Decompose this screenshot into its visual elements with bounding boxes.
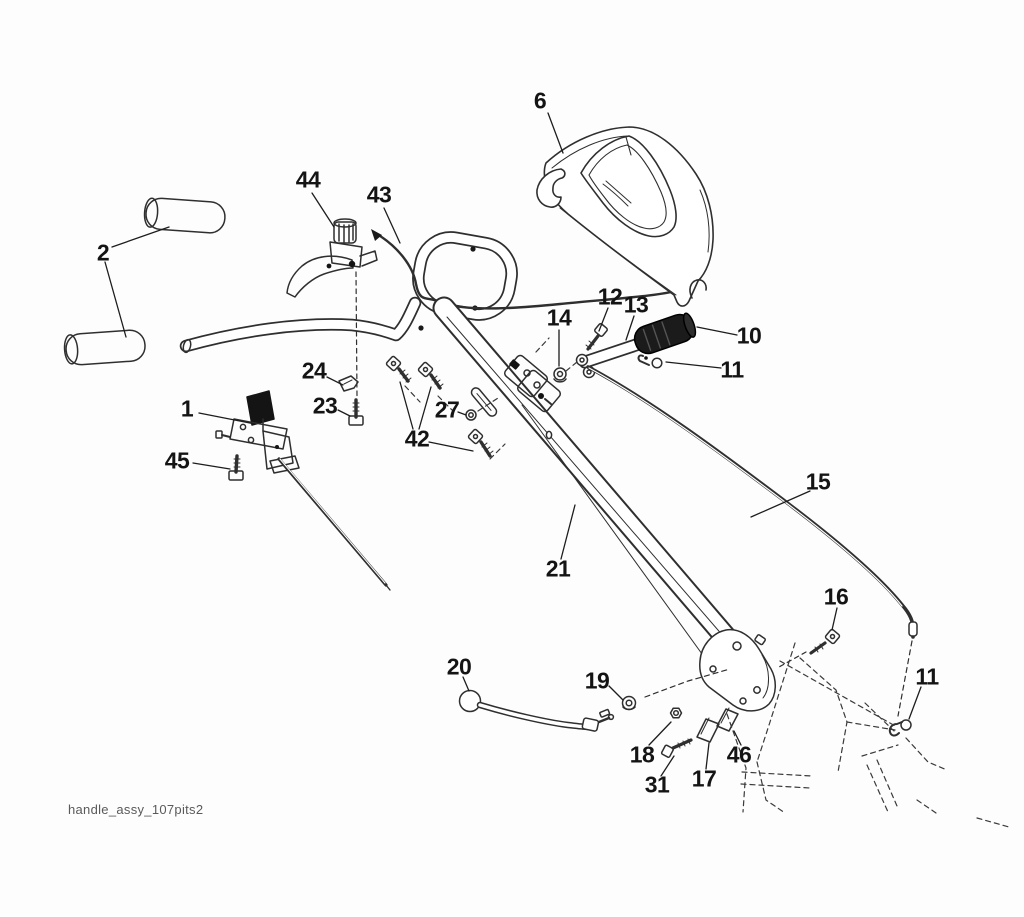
leader-line-42c bbox=[428, 441, 474, 452]
callout-12: 12 bbox=[597, 283, 623, 310]
cover-slot-detail bbox=[602, 183, 629, 207]
callout-27: 27 bbox=[434, 396, 460, 423]
upper-handle-grip bbox=[143, 197, 226, 234]
clip-24 bbox=[338, 375, 359, 392]
lever-grip-10 bbox=[633, 312, 697, 355]
leader-line-23 bbox=[337, 409, 351, 417]
cable-end-arrow bbox=[371, 229, 382, 241]
callout-14: 14 bbox=[546, 304, 572, 331]
bolt-12 bbox=[585, 323, 608, 351]
hairpin-clip-11-upper bbox=[637, 354, 663, 369]
callout-43: 43 bbox=[366, 181, 392, 208]
leader-line-13 bbox=[625, 315, 635, 341]
control-lever-assembly bbox=[286, 218, 378, 298]
callout-45: 45 bbox=[164, 447, 190, 474]
leader-line-2a bbox=[111, 226, 170, 248]
callout-11-upper: 11 bbox=[720, 356, 744, 383]
leader-lines bbox=[104, 112, 922, 777]
hairpin-clip-11-lower bbox=[888, 719, 912, 737]
flange-bolt-42-c bbox=[467, 428, 494, 458]
bolt-45 bbox=[228, 454, 244, 481]
leader-line-1 bbox=[198, 412, 256, 425]
bolt-31 bbox=[660, 738, 693, 758]
lever-knurled-knob bbox=[333, 218, 357, 244]
tube-inner-rod-line bbox=[521, 404, 711, 666]
cable-clamp-assembly bbox=[503, 354, 562, 413]
grommet-19 bbox=[621, 668, 731, 711]
leader-line-11a bbox=[665, 361, 722, 369]
leader-line-44 bbox=[311, 192, 335, 228]
leader-line-42b bbox=[418, 386, 432, 430]
callout-23: 23 bbox=[312, 392, 338, 419]
panel-cover bbox=[536, 126, 714, 307]
depth-lever-20 bbox=[458, 689, 615, 732]
slotted-link bbox=[470, 387, 498, 417]
callout-20: 20 bbox=[446, 653, 472, 680]
lower-handle-tube bbox=[432, 296, 753, 667]
depth-rod-15 bbox=[586, 365, 918, 717]
lever-alignment-dashed-line bbox=[355, 271, 358, 397]
leader-line-21 bbox=[560, 504, 576, 560]
barrel-nut-14 bbox=[553, 367, 567, 383]
callout-15: 15 bbox=[805, 468, 831, 495]
leader-line-6 bbox=[547, 112, 564, 154]
nut-27 bbox=[465, 409, 477, 421]
flange-bolt-42-b bbox=[417, 361, 444, 390]
handlebar-tube bbox=[179, 296, 422, 354]
shift-rod bbox=[277, 457, 391, 591]
callout-16: 16 bbox=[823, 583, 849, 610]
lower-handle-grip bbox=[63, 329, 146, 366]
leader-line-11b bbox=[908, 686, 922, 720]
flange-bolt-42-a bbox=[385, 355, 412, 383]
leader-line-12 bbox=[598, 307, 609, 332]
pad-17 bbox=[696, 717, 720, 743]
callout-10: 10 bbox=[736, 322, 762, 349]
loop-bolt-dot bbox=[470, 246, 476, 252]
cover-window-inner bbox=[588, 144, 667, 230]
callout-11-lower: 11 bbox=[915, 663, 939, 690]
callout-31: 31 bbox=[644, 771, 670, 798]
callout-21: 21 bbox=[545, 555, 571, 582]
callout-13: 13 bbox=[623, 291, 649, 318]
leader-line-43 bbox=[383, 207, 401, 244]
callout-18: 18 bbox=[629, 741, 655, 768]
tube-mount-hole bbox=[545, 430, 553, 440]
leader-line-46 bbox=[733, 730, 742, 746]
leader-line-45 bbox=[192, 462, 231, 470]
callout-2: 2 bbox=[96, 239, 110, 266]
callout-1: 1 bbox=[180, 395, 194, 422]
leader-line-19 bbox=[608, 685, 624, 701]
cover-bottom-hook bbox=[689, 279, 707, 299]
figure-filename: handle_assy_107pits2 bbox=[68, 802, 204, 817]
phantom-frame bbox=[404, 337, 1010, 828]
leader-line-18 bbox=[648, 721, 672, 746]
leader-line-2b bbox=[104, 261, 127, 338]
callout-19: 19 bbox=[584, 667, 610, 694]
nut-18 bbox=[669, 707, 683, 719]
callout-46: 46 bbox=[726, 741, 752, 768]
leader-line-42a bbox=[399, 381, 414, 430]
bolt-23 bbox=[348, 398, 364, 426]
cover-window-outer bbox=[580, 135, 677, 238]
leader-line-10 bbox=[696, 326, 738, 336]
callout-17: 17 bbox=[691, 765, 717, 792]
callout-44: 44 bbox=[295, 166, 321, 193]
lower-mount-plate bbox=[699, 628, 776, 712]
leader-line-16 bbox=[831, 607, 838, 631]
leader-line-27 bbox=[457, 411, 467, 416]
callout-42: 42 bbox=[404, 425, 430, 452]
bar-bolt-dot bbox=[418, 325, 424, 331]
cover-left-hook bbox=[536, 168, 566, 208]
callout-24: 24 bbox=[301, 357, 327, 384]
pad-46 bbox=[716, 707, 739, 732]
shift-bracket-assembly bbox=[215, 390, 391, 591]
leader-line-17 bbox=[705, 742, 710, 770]
leader-line-20 bbox=[462, 676, 470, 692]
leader-line-15 bbox=[750, 490, 811, 518]
leader-line-24 bbox=[326, 376, 344, 386]
bolt-16 bbox=[778, 628, 841, 668]
leader-line-31 bbox=[660, 755, 675, 777]
callout-6: 6 bbox=[533, 87, 547, 114]
